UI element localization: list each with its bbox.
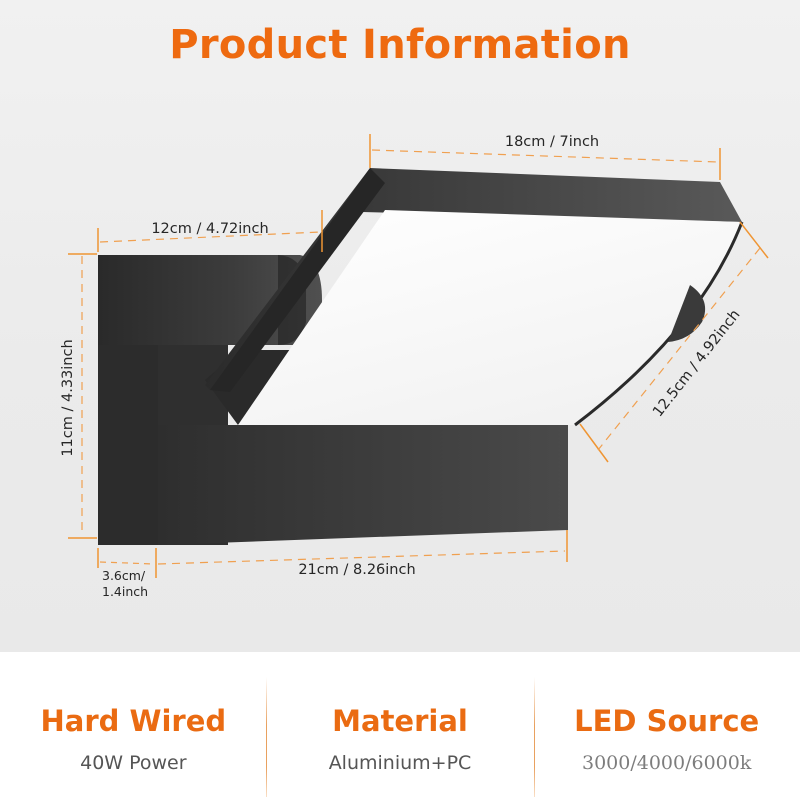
dimension-height: 11cm / 4.33inch — [60, 339, 76, 456]
spec-divider — [266, 677, 267, 797]
product-hero: Product Information — [0, 0, 800, 652]
spec-strip: Hard Wired 40W Power Material Aluminium+… — [0, 652, 800, 800]
spec-divider — [534, 677, 535, 797]
dimension-thickness-cm: 3.6cm/ — [102, 568, 146, 583]
dimension-back-plate-width: 12cm / 4.72inch — [151, 221, 268, 237]
dimension-base-length: 21cm / 8.26inch — [298, 562, 415, 578]
page-title: Product Information — [169, 22, 631, 68]
dimension-top-width: 18cm / 7inch — [505, 134, 599, 150]
spec-power: Hard Wired 40W Power — [0, 652, 267, 800]
fixture-base-arm — [158, 345, 568, 545]
fixture-back-plate — [98, 255, 322, 545]
spec-material-value: Aluminium+PC — [328, 752, 472, 774]
spec-material: Material Aluminium+PC — [267, 652, 534, 800]
spec-led-source-title: LED Source — [574, 704, 760, 738]
dimension-lines — [68, 134, 769, 578]
spec-power-value: 40W Power — [80, 752, 187, 774]
spec-led-source: LED Source 3000/4000/6000k — [533, 652, 800, 800]
dimension-thickness-inch: 1.4inch — [102, 584, 148, 599]
spec-led-source-value: 3000/4000/6000k — [581, 752, 752, 774]
fixture-light-panel — [205, 168, 744, 427]
spec-power-title: Hard Wired — [40, 704, 227, 738]
product-dimension-diagram: 18cm / 7inch 12cm / 4.72inch 11cm / 4.33… — [60, 134, 769, 599]
spec-material-title: Material — [332, 704, 468, 738]
